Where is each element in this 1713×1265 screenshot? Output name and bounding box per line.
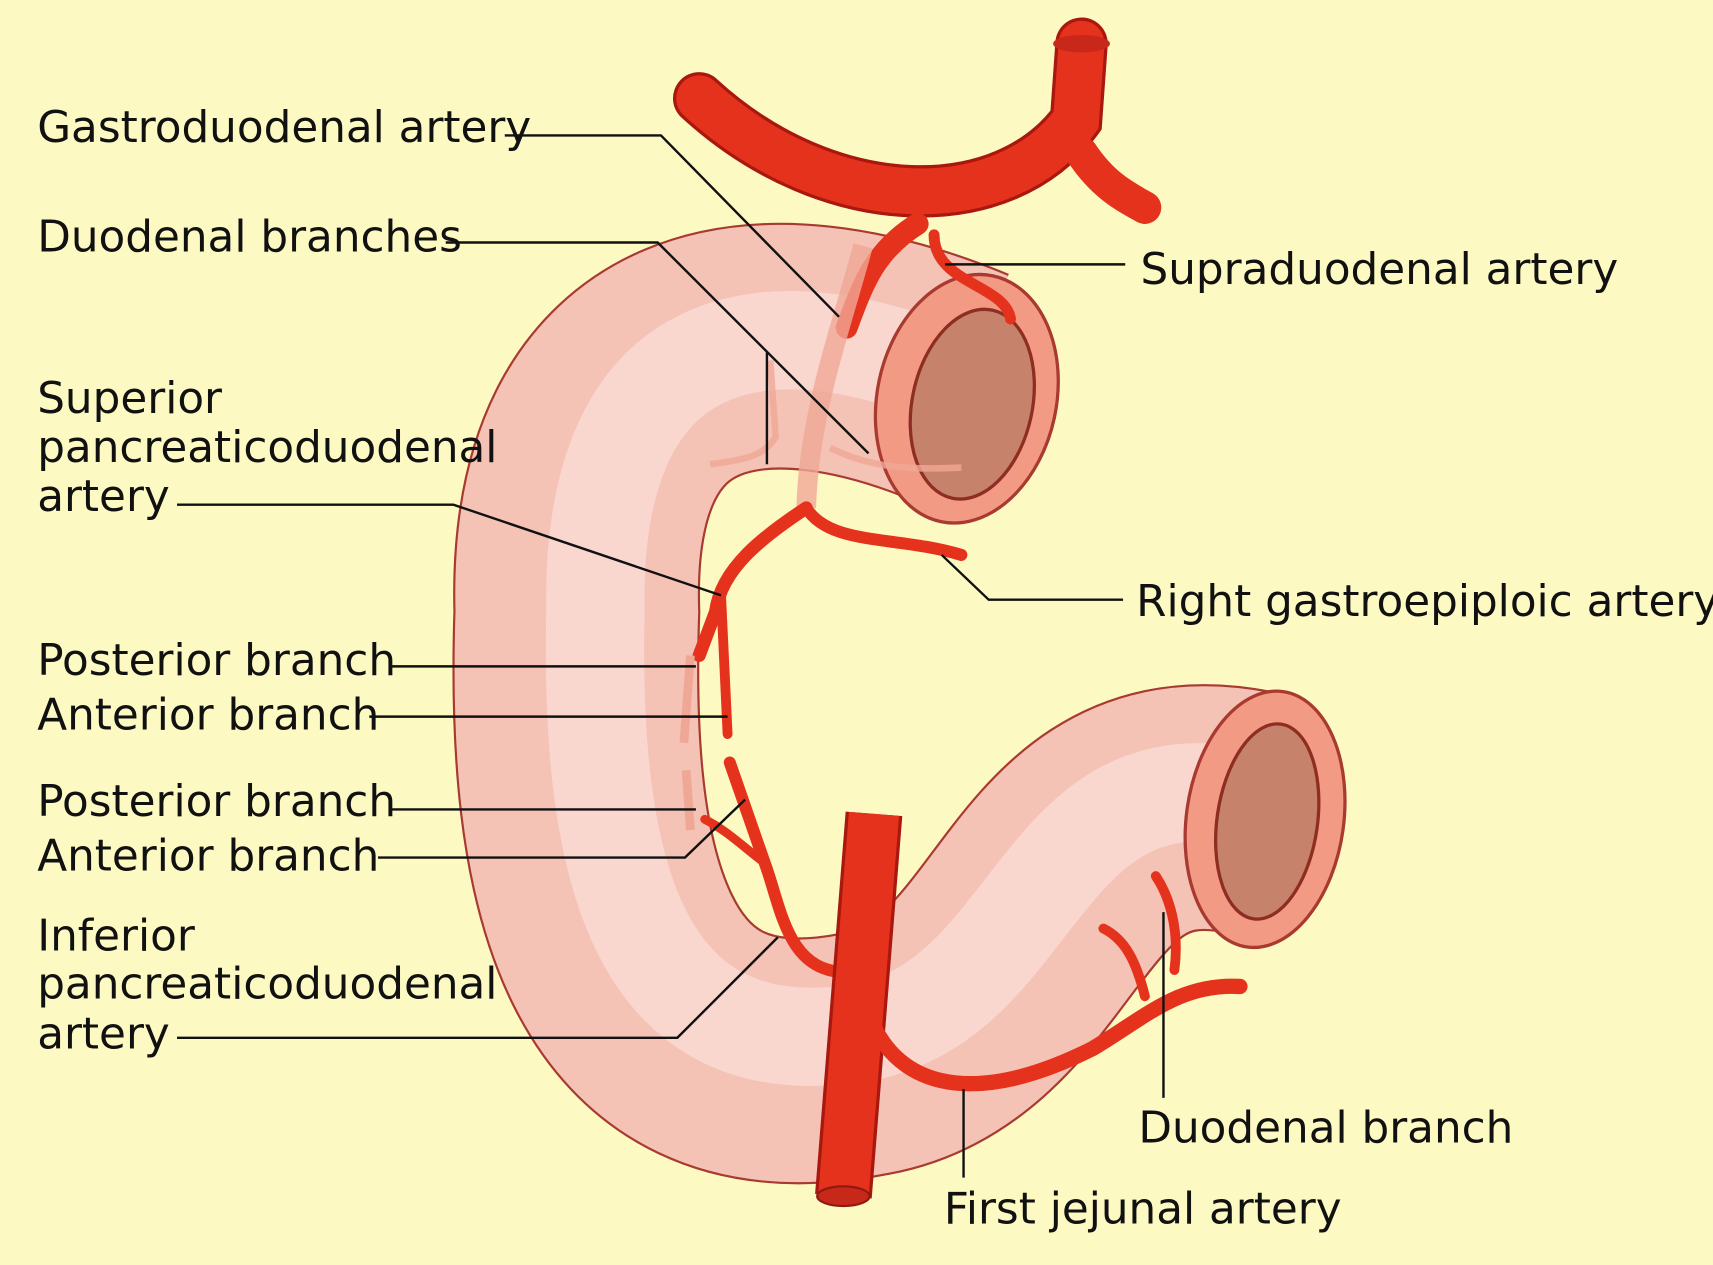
proximal-opening (873, 272, 1060, 525)
superior-anterior-branch (716, 590, 733, 740)
inferior-pd-artery (723, 756, 853, 979)
distal-opening (1183, 689, 1347, 950)
superior-mesenteric-artery (815, 811, 903, 1208)
label-first-jejunal-artery: First jejunal artery (944, 1183, 1342, 1234)
label-superior-pd-line3: artery (37, 471, 170, 522)
label-gastroduodenal-artery: Gastroduodenal artery (37, 102, 531, 153)
label-inferior-pd-line2: pancreaticoduodenal (37, 958, 497, 1009)
leader-lines (177, 134, 1165, 1178)
label-supraduodenal-artery: Supraduodenal artery (1141, 244, 1619, 295)
common-hepatic-artery (672, 17, 1162, 224)
label-inferior-pd-line1: Inferior (37, 910, 195, 961)
label-posterior-branch-superior: Posterior branch (37, 635, 396, 686)
supraduodenal-artery (928, 229, 1016, 325)
label-duodenal-branches: Duodenal branches (37, 211, 462, 262)
label-superior-pd-line1: Superior (37, 373, 222, 424)
inferior-anterior-branch (700, 814, 770, 868)
label-right-gastroepiploic-artery: Right gastroepiploic artery (1136, 576, 1713, 627)
label-superior-pd-line2: pancreaticoduodenal (37, 422, 497, 473)
label-inferior-pd-line3: artery (37, 1009, 170, 1060)
label-duodenal-branch: Duodenal branch (1138, 1103, 1513, 1154)
duodenum (452, 222, 1347, 1185)
inferior-posterior-branch (681, 769, 695, 831)
duodenal-branch-artery (1150, 871, 1181, 975)
label-anterior-branch-inferior: Anterior branch (37, 831, 379, 882)
label-anterior-branch-superior: Anterior branch (37, 690, 379, 741)
label-posterior-branch-inferior: Posterior branch (37, 776, 396, 827)
jejunal-branch (1098, 923, 1150, 1002)
first-jejunal-artery (866, 978, 1248, 1092)
superior-posterior-branch (679, 655, 695, 744)
right-gastroepiploic-artery (800, 501, 968, 561)
gastroduodenal-artery (709, 213, 962, 509)
